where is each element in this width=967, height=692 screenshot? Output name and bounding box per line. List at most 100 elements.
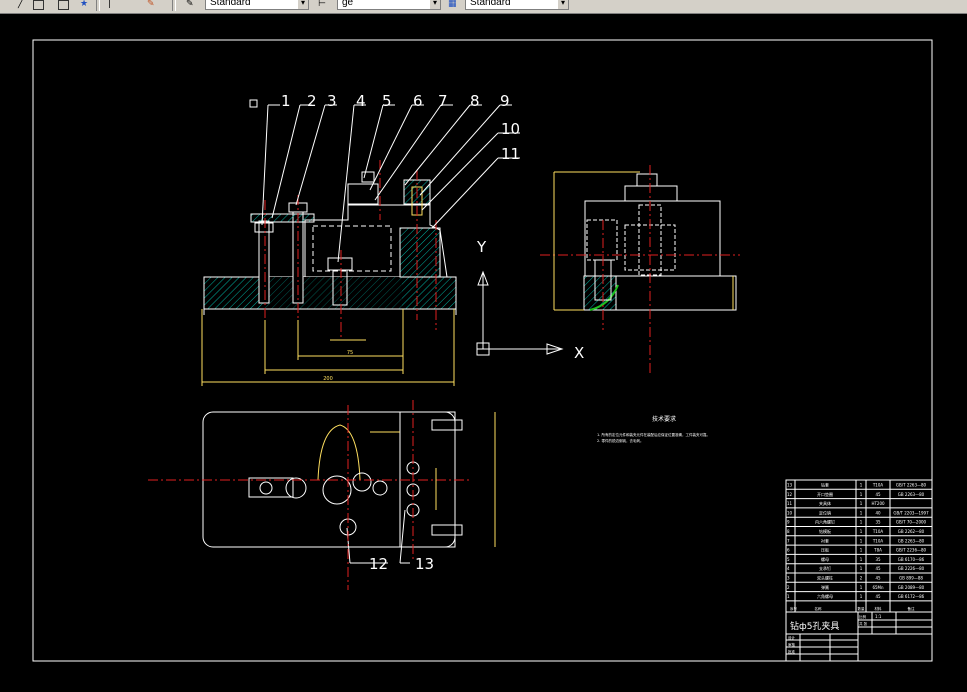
top-view xyxy=(148,400,496,590)
bom-cell-no: 1 xyxy=(787,594,790,599)
bom-cell-mat: 45 xyxy=(875,566,881,571)
balloon-5: 5 xyxy=(382,92,392,110)
bom-cell-mat: HT200 xyxy=(871,501,885,506)
ucs-icon xyxy=(476,270,564,356)
bom-cell-mat: 65Mn xyxy=(872,585,884,590)
side-view xyxy=(540,165,740,375)
chevron-down-icon[interactable]: ▾ xyxy=(558,0,568,9)
bom-cell-std: GB/T 2203—1997 xyxy=(893,510,929,515)
bom-cell-name: 定位销 xyxy=(819,509,831,515)
bom-header-name: 名称 xyxy=(815,606,823,611)
bom-cell-qty: 1 xyxy=(860,594,863,599)
balloon-6: 6 xyxy=(413,92,423,110)
tech-req-title: 技术要求 xyxy=(652,415,676,423)
bom-cell-qty: 1 xyxy=(860,501,863,506)
open-icon[interactable] xyxy=(33,0,44,10)
dim-style-icon: ⊢ xyxy=(318,0,326,9)
text-style-value: Standard xyxy=(210,0,251,8)
bom-cell-qty: 1 xyxy=(860,538,863,543)
tech-req-line-2: 2. 零件的锐边倒钝，去毛刺。 xyxy=(597,438,643,443)
bom-cell-qty: 1 xyxy=(860,492,863,497)
bom-cell-std: GB 6170—86 xyxy=(898,557,925,562)
title-block-name: 钻ф5孔夹具 xyxy=(790,620,839,632)
dim-total-label: 200 xyxy=(323,376,333,382)
bom-cell-std: GB 6172—86 xyxy=(898,594,925,599)
title-block-approve-label: 批准 xyxy=(788,649,796,654)
balloon-1: 1 xyxy=(281,92,291,110)
text-style-icon: ✎ xyxy=(186,0,194,9)
balloon-numbers: 1 2 3 4 5 6 7 8 9 10 11 12 13 xyxy=(281,92,520,573)
bom-cell-name: 双头螺柱 xyxy=(817,575,833,581)
bom-cell-std: GB 2262—80 xyxy=(898,529,925,534)
dim-inner-label: 75 xyxy=(347,350,353,356)
bom-cell-name: 六角螺母 xyxy=(817,593,833,599)
drawing-canvas[interactable]: 200 75 1 2 3 4 5 6 7 8 9 10 11 1 xyxy=(0,14,967,688)
bom-cell-std: GB/T 2236—80 xyxy=(896,548,927,553)
bom-cell-qty: 1 xyxy=(860,557,863,562)
tech-req-line-1: 1. 所有的定位元件和装夹元件在装配后应保证位置准确，工件装夹可靠。 xyxy=(597,432,710,437)
table-style-combo[interactable]: Standard ▾ xyxy=(465,0,569,10)
bom-header-mat: 材料 xyxy=(875,606,883,611)
balloon-11: 11 xyxy=(501,145,520,163)
cursor-icon[interactable]: | xyxy=(108,0,112,9)
balloon-9: 9 xyxy=(500,92,510,110)
text-style-combo[interactable]: Standard ▾ xyxy=(205,0,309,10)
table-style-value: Standard xyxy=(470,0,511,8)
separator xyxy=(172,0,176,11)
bom-cell-mat: T10A xyxy=(872,529,884,534)
bom-header-qty: 数量 xyxy=(858,606,866,611)
brush-icon[interactable]: ✎ xyxy=(147,0,155,9)
balloon-13: 13 xyxy=(415,555,434,573)
bom-cell-name: 支承钉 xyxy=(819,565,831,571)
cad-drawing: 200 75 1 2 3 4 5 6 7 8 9 10 11 1 xyxy=(32,39,933,662)
balloon-callouts xyxy=(249,99,520,564)
bom-cell-qty: 1 xyxy=(860,529,863,534)
ucs-y-label: Y xyxy=(476,238,487,256)
bom-cell-no: 11 xyxy=(787,501,793,506)
ucs-x-label: X xyxy=(574,344,584,362)
bom-cell-std: GB/T 2263—80 xyxy=(896,483,927,488)
bom-cell-name: 钻套 xyxy=(821,482,829,488)
title-block-scale: 1:1 xyxy=(875,614,882,619)
bom-cell-name: 夹具体 xyxy=(819,500,831,506)
title-block-check-label: 审核 xyxy=(788,642,796,647)
balloon-10: 10 xyxy=(501,120,520,138)
bom-cell-qty: 2 xyxy=(860,576,863,581)
bom-cell-std: GB 899—88 xyxy=(899,576,923,581)
bom-cell-no: 3 xyxy=(787,576,790,581)
dim-style-value: ge xyxy=(342,0,354,8)
bom-cell-mat: 35 xyxy=(875,520,881,525)
bom-cell-mat: 35 xyxy=(875,557,881,562)
bom-cell-name: 衬套 xyxy=(821,537,829,543)
bom-cell-mat: 45 xyxy=(875,576,881,581)
balloon-12: 12 xyxy=(369,555,388,573)
drawing-frame xyxy=(32,39,933,662)
save-icon[interactable] xyxy=(58,0,69,10)
balloon-7: 7 xyxy=(438,92,448,110)
bom-cell-no: 2 xyxy=(787,585,790,590)
bom-cell-std: GB 2263—80 xyxy=(898,538,925,543)
star-icon[interactable]: ★ xyxy=(80,0,89,9)
bom-cell-mat: T8A xyxy=(873,548,882,553)
title-block-design-label: 设计 xyxy=(788,635,796,640)
bom-header-no: 序号 xyxy=(790,606,798,611)
bom-cell-std: GB/T 70—2000 xyxy=(896,520,927,525)
bom-cell-no: 12 xyxy=(787,492,793,497)
chevron-down-icon[interactable]: ▾ xyxy=(298,0,308,9)
bom-cell-name: 内六角螺钉 xyxy=(815,519,835,525)
dim-style-combo[interactable]: ge ▾ xyxy=(337,0,441,10)
bom-cell-no: 6 xyxy=(787,548,790,553)
bom-cell-std: GB 2089—80 xyxy=(898,585,925,590)
bom-cell-no: 8 xyxy=(787,529,790,534)
bom-cell-no: 4 xyxy=(787,566,790,571)
bom-cell-qty: 1 xyxy=(860,585,863,590)
bom-cell-qty: 1 xyxy=(860,566,863,571)
pan-icon[interactable]: ╱ xyxy=(18,0,24,9)
chevron-down-icon[interactable]: ▾ xyxy=(430,0,440,9)
bom-cell-qty: 1 xyxy=(860,510,863,515)
toolbar: ╱ ★ | ✎ ✎ Standard ▾ ⊢ ge ▾ ▦ Standard ▾ xyxy=(0,0,967,14)
balloon-8: 8 xyxy=(470,92,480,110)
bom-cell-qty: 1 xyxy=(860,483,863,488)
bom-cell-qty: 1 xyxy=(860,548,863,553)
